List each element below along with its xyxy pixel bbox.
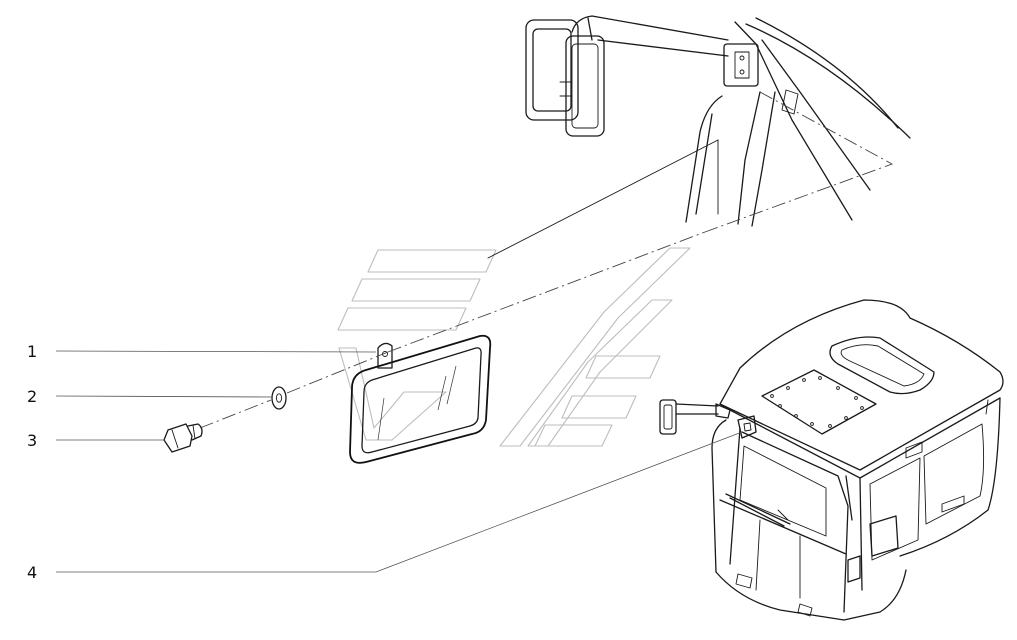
part-1-mirror (349, 334, 492, 464)
watermark-logo (337, 247, 691, 447)
detail-pointer-lines (487, 139, 719, 259)
cab-assembly (659, 299, 1004, 621)
roof-panel-bolts (770, 376, 864, 428)
callout-2: 2 (27, 387, 37, 406)
callout-4: 4 (27, 563, 37, 582)
leader-2 (55, 395, 273, 398)
leader-1 (55, 350, 377, 353)
callout-numbers: 1 2 3 4 (27, 342, 37, 582)
part-3-bolt (163, 423, 203, 453)
callout-3: 3 (27, 431, 37, 450)
mirror-detail-upper (525, 15, 911, 227)
leader-4 (56, 431, 743, 573)
assembly-axes (199, 91, 894, 429)
part-2-washer (271, 386, 287, 410)
callout-leaders (55, 350, 743, 573)
callout-1: 1 (27, 342, 37, 361)
